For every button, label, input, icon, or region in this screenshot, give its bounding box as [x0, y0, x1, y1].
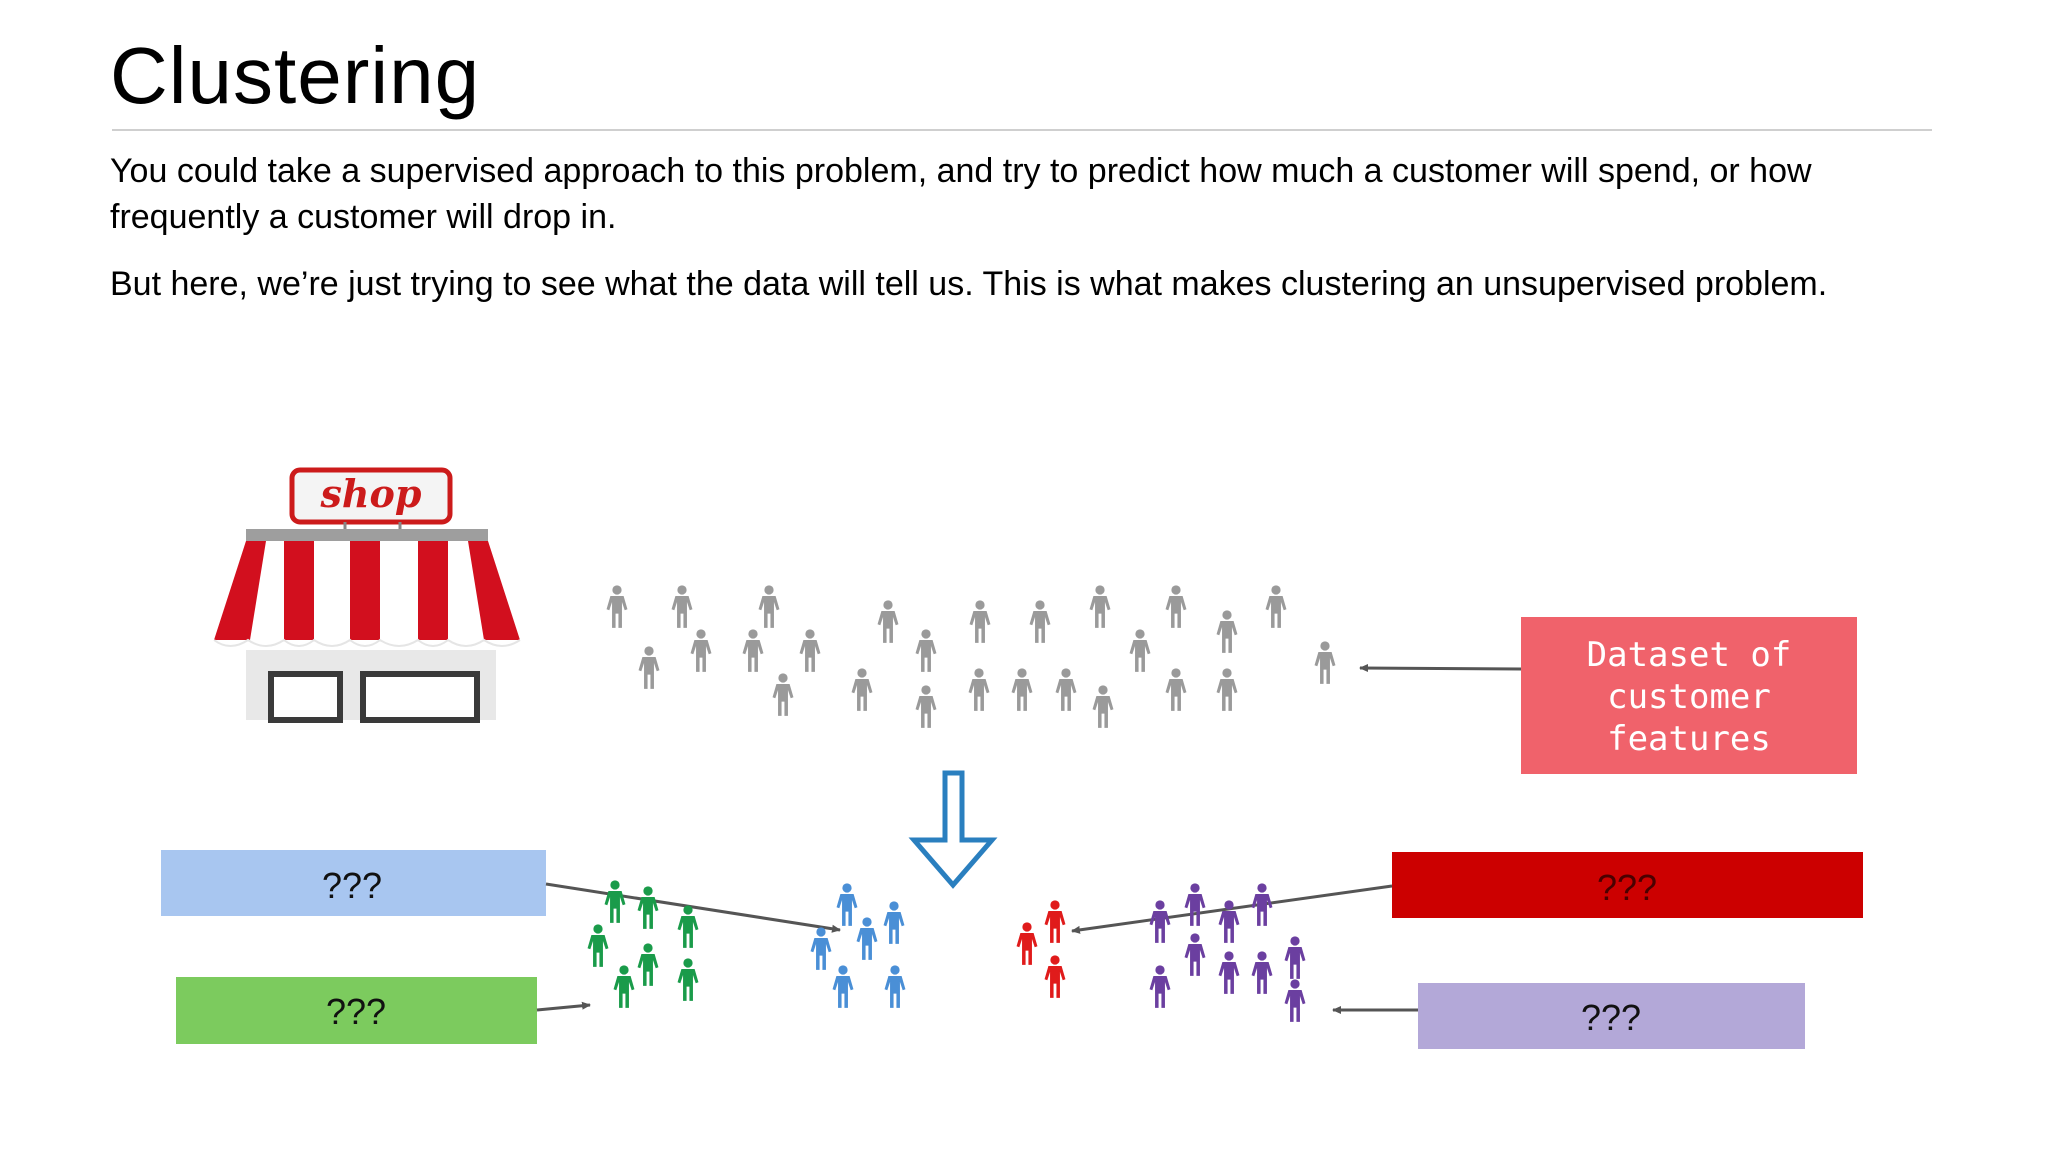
green-cluster-label: ???: [176, 977, 537, 1044]
person-icon: [968, 668, 990, 711]
person-icon: [1265, 585, 1287, 628]
person-icon: [915, 629, 937, 672]
person-icon: [799, 629, 821, 672]
purple-cluster-label: ???: [1418, 983, 1805, 1049]
red-cluster-label: ???: [1392, 852, 1863, 918]
blue-label-connector: [545, 882, 841, 933]
person-icon: [883, 901, 905, 944]
person-icon: [877, 600, 899, 643]
green-cluster-label-text: ???: [326, 991, 386, 1032]
person-icon: [1092, 685, 1114, 728]
person-icon: [1011, 668, 1033, 711]
blue-cluster-label: ???: [161, 850, 546, 916]
shop-icon: shop: [213, 467, 521, 723]
person-icon: [884, 965, 906, 1008]
person-icon: [1129, 629, 1151, 672]
unlabeled-customers: [606, 585, 1336, 728]
paragraph-supervised: You could take a supervised approach to …: [110, 152, 1812, 236]
person-icon: [604, 880, 626, 923]
person-icon: [1149, 965, 1171, 1008]
person-icon: [613, 965, 635, 1008]
blue-cluster-customers: [810, 883, 906, 1008]
person-icon: [1216, 668, 1238, 711]
paragraph-unsupervised: But here, we’re just trying to see what …: [110, 265, 1828, 303]
dataset-arrow: [1359, 664, 1522, 673]
person-icon: [1044, 955, 1066, 998]
blue-cluster-label-text: ???: [322, 865, 382, 906]
dataset-label-line-1: Dataset of: [1587, 635, 1792, 675]
person-icon: [1251, 883, 1273, 926]
person-icon: [851, 668, 873, 711]
person-icon: [1016, 922, 1038, 965]
person-icon: [742, 629, 764, 672]
dataset-label: Dataset of customer features: [1521, 617, 1857, 774]
shop-sign-text: shop: [320, 471, 422, 516]
person-icon: [1284, 936, 1306, 979]
down-arrow-icon: [908, 770, 998, 889]
green-cluster-customers: [587, 880, 699, 1008]
person-icon: [637, 943, 659, 986]
person-icon: [1165, 585, 1187, 628]
person-icon: [1314, 641, 1336, 684]
person-icon: [772, 673, 794, 716]
purple-cluster-customers: [1149, 883, 1306, 1022]
person-icon: [1218, 951, 1240, 994]
person-icon: [1055, 668, 1077, 711]
person-icon: [856, 917, 878, 960]
red-label-connector: [1071, 884, 1393, 934]
person-icon: [810, 927, 832, 970]
title-divider: [112, 129, 1932, 131]
person-icon: [758, 585, 780, 628]
person-icon: [671, 585, 693, 628]
person-icon: [1251, 951, 1273, 994]
person-icon: [1184, 883, 1206, 926]
person-icon: [1284, 979, 1306, 1022]
person-icon: [1216, 610, 1238, 653]
person-icon: [1184, 933, 1206, 976]
person-icon: [1149, 900, 1171, 943]
person-icon: [1044, 900, 1066, 943]
person-icon: [677, 958, 699, 1001]
person-icon: [677, 905, 699, 948]
dataset-label-line-3: features: [1607, 719, 1771, 759]
person-icon: [1165, 668, 1187, 711]
person-icon: [638, 646, 660, 689]
green-label-connector: [536, 1001, 591, 1012]
person-icon: [832, 965, 854, 1008]
person-icon: [915, 685, 937, 728]
person-icon: [969, 600, 991, 643]
person-icon: [637, 886, 659, 929]
person-icon: [690, 629, 712, 672]
red-cluster-label-text: ???: [1597, 867, 1657, 908]
person-icon: [587, 924, 609, 967]
purple-cluster-label-text: ???: [1581, 997, 1641, 1038]
dataset-label-line-2: customer: [1607, 677, 1771, 717]
person-icon: [1089, 585, 1111, 628]
red-cluster-customers: [1016, 900, 1066, 998]
person-icon: [606, 585, 628, 628]
slide-title: Clustering: [110, 31, 481, 120]
person-icon: [1029, 600, 1051, 643]
person-icon: [836, 883, 858, 926]
